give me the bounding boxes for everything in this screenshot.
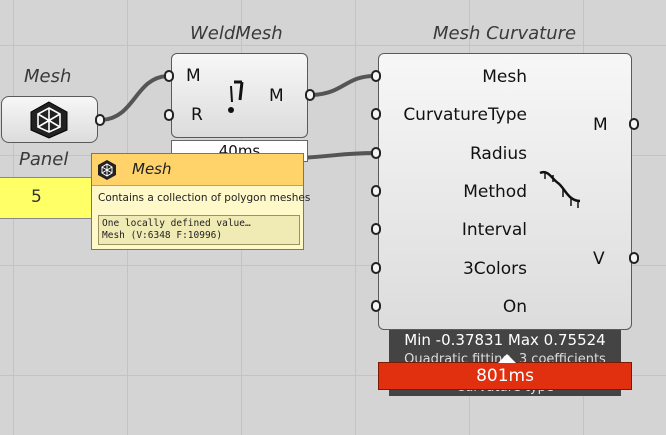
wire-weld-to-curvature bbox=[312, 74, 376, 97]
tooltip-description: Contains a collection of polygon meshes bbox=[98, 192, 311, 204]
panel[interactable]: 5 bbox=[0, 177, 94, 219]
message-pointer bbox=[498, 354, 516, 363]
tooltip-title: Mesh bbox=[132, 160, 172, 178]
curvature-input-3colors: 3Colors bbox=[462, 259, 527, 279]
tooltip: Mesh Contains a collection of polygon me… bbox=[91, 153, 310, 250]
curvature-input-3colors-grip[interactable] bbox=[371, 262, 381, 274]
curvature-title: Mesh Curvature bbox=[433, 23, 577, 44]
curvature-output-v: V bbox=[593, 249, 605, 269]
curvature-input-type: CurvatureType bbox=[403, 105, 527, 125]
tooltip-header: Mesh bbox=[92, 154, 303, 186]
curvature-input-method-grip[interactable] bbox=[371, 185, 381, 197]
curvature-input-mesh: Mesh bbox=[482, 67, 527, 87]
tooltip-code-line1: One locally defined value… bbox=[102, 218, 251, 229]
curvature-timing-label: 801ms bbox=[476, 366, 534, 386]
mesh-icon bbox=[30, 101, 68, 139]
panel-title: Panel bbox=[19, 149, 69, 170]
weldmesh-input-r: R bbox=[191, 105, 203, 125]
tooltip-code: One locally defined value… Mesh (V:6348 … bbox=[98, 215, 300, 245]
weldmesh-output-m: M bbox=[269, 86, 284, 106]
panel-value: 5 bbox=[31, 187, 42, 207]
curvature-icon bbox=[539, 170, 581, 208]
mesh-param-title: Mesh bbox=[24, 66, 72, 87]
wire-panel-to-radius bbox=[299, 151, 376, 160]
curvature-input-on-grip[interactable] bbox=[371, 300, 381, 312]
curvature-input-mesh-grip[interactable] bbox=[371, 70, 381, 82]
curvature-input-radius-grip[interactable] bbox=[371, 147, 381, 159]
mesh-icon bbox=[98, 160, 116, 180]
curvature-component[interactable]: Mesh CurvatureType Radius Method Interva… bbox=[378, 53, 632, 330]
wire-mesh-to-weld bbox=[101, 74, 168, 122]
curvature-output-m-grip[interactable] bbox=[629, 118, 639, 130]
weldmesh-input-m-grip[interactable] bbox=[164, 70, 174, 82]
mesh-param[interactable] bbox=[1, 96, 98, 143]
curvature-input-interval-grip[interactable] bbox=[371, 223, 381, 235]
curvature-input-type-grip[interactable] bbox=[371, 108, 381, 120]
weldmesh-title: WeldMesh bbox=[190, 23, 283, 44]
weld-icon bbox=[228, 80, 244, 113]
tooltip-code-line2: Mesh (V:6348 F:10996) bbox=[102, 230, 223, 241]
curvature-output-v-grip[interactable] bbox=[629, 252, 639, 264]
weldmesh-output-grip[interactable] bbox=[305, 89, 315, 101]
curvature-input-interval: Interval bbox=[461, 220, 527, 240]
curvature-message: Min -0.37831 Max 0.75524 bbox=[404, 331, 606, 349]
mesh-output-grip[interactable] bbox=[95, 114, 105, 126]
curvature-input-method: Method bbox=[463, 182, 527, 202]
curvature-input-on: On bbox=[502, 297, 527, 317]
weldmesh-component[interactable]: M R M bbox=[171, 53, 308, 138]
curvature-input-radius: Radius bbox=[469, 144, 527, 164]
weldmesh-input-m: M bbox=[186, 66, 201, 86]
curvature-output-m: M bbox=[593, 115, 608, 135]
curvature-timing: 801ms bbox=[378, 362, 632, 390]
weldmesh-input-r-grip[interactable] bbox=[164, 109, 174, 121]
